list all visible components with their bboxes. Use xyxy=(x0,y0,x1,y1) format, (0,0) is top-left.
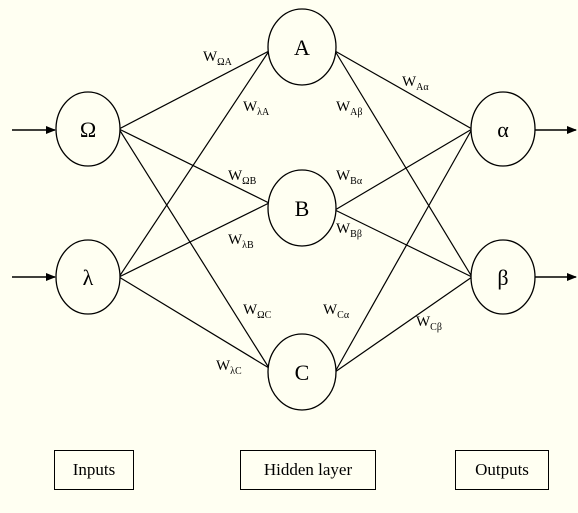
edge-a-alpha xyxy=(334,50,473,130)
weight-label-b-alpha: WBα xyxy=(336,168,363,187)
edge-b-beta xyxy=(334,209,473,278)
legend-hidden-layer-box: Hidden layer xyxy=(240,450,376,490)
edge-c-alpha xyxy=(334,128,473,373)
edge-omega-a xyxy=(118,50,270,130)
edge-c-beta xyxy=(334,276,473,373)
node-omega: Ω xyxy=(55,91,121,167)
weight-label-omega-c: WΩC xyxy=(243,302,272,321)
node-b: B xyxy=(267,169,337,247)
weight-label-c-beta: WCβ xyxy=(416,314,442,333)
edge-a-beta xyxy=(334,50,473,278)
legend-inputs-box: Inputs xyxy=(54,450,134,490)
weight-label-omega-a: WΩA xyxy=(203,49,233,68)
node-omega-label: Ω xyxy=(80,117,96,142)
edge-lambda-b xyxy=(118,202,270,278)
node-c-label: C xyxy=(295,360,310,385)
weight-label-a-beta: WAβ xyxy=(336,99,362,118)
legend-hidden-layer-label: Hidden layer xyxy=(263,460,353,479)
legend-outputs-label: Outputs xyxy=(475,460,529,479)
weight-label-lambda-b: WλB xyxy=(228,232,254,251)
node-c: C xyxy=(267,333,337,411)
weight-label-c-alpha: WCα xyxy=(323,302,350,321)
weight-label-omega-b: WΩB xyxy=(228,168,257,187)
weight-label-lambda-a: WλA xyxy=(243,99,270,118)
node-alpha: α xyxy=(470,91,536,167)
legend-inputs-label: Inputs xyxy=(72,460,116,479)
legend-outputs-box: Outputs xyxy=(455,450,549,490)
edge-omega-b xyxy=(118,128,270,204)
edge-lambda-c xyxy=(118,276,270,369)
weight-label-lambda-c: WλC xyxy=(216,358,242,377)
node-lambda: λ xyxy=(55,239,121,315)
weight-label-a-alpha: WAα xyxy=(402,74,429,93)
node-a-label: A xyxy=(294,35,310,60)
node-alpha-label: α xyxy=(497,117,509,142)
node-b-label: B xyxy=(295,196,310,221)
node-lambda-label: λ xyxy=(83,265,94,290)
edge-b-alpha xyxy=(334,128,473,211)
edge-omega-c xyxy=(118,128,270,369)
node-beta: β xyxy=(470,239,536,315)
weight-label-b-beta: WBβ xyxy=(336,221,362,240)
node-a: A xyxy=(267,8,337,86)
edge-lambda-a xyxy=(118,50,270,278)
node-beta-label: β xyxy=(497,265,508,290)
